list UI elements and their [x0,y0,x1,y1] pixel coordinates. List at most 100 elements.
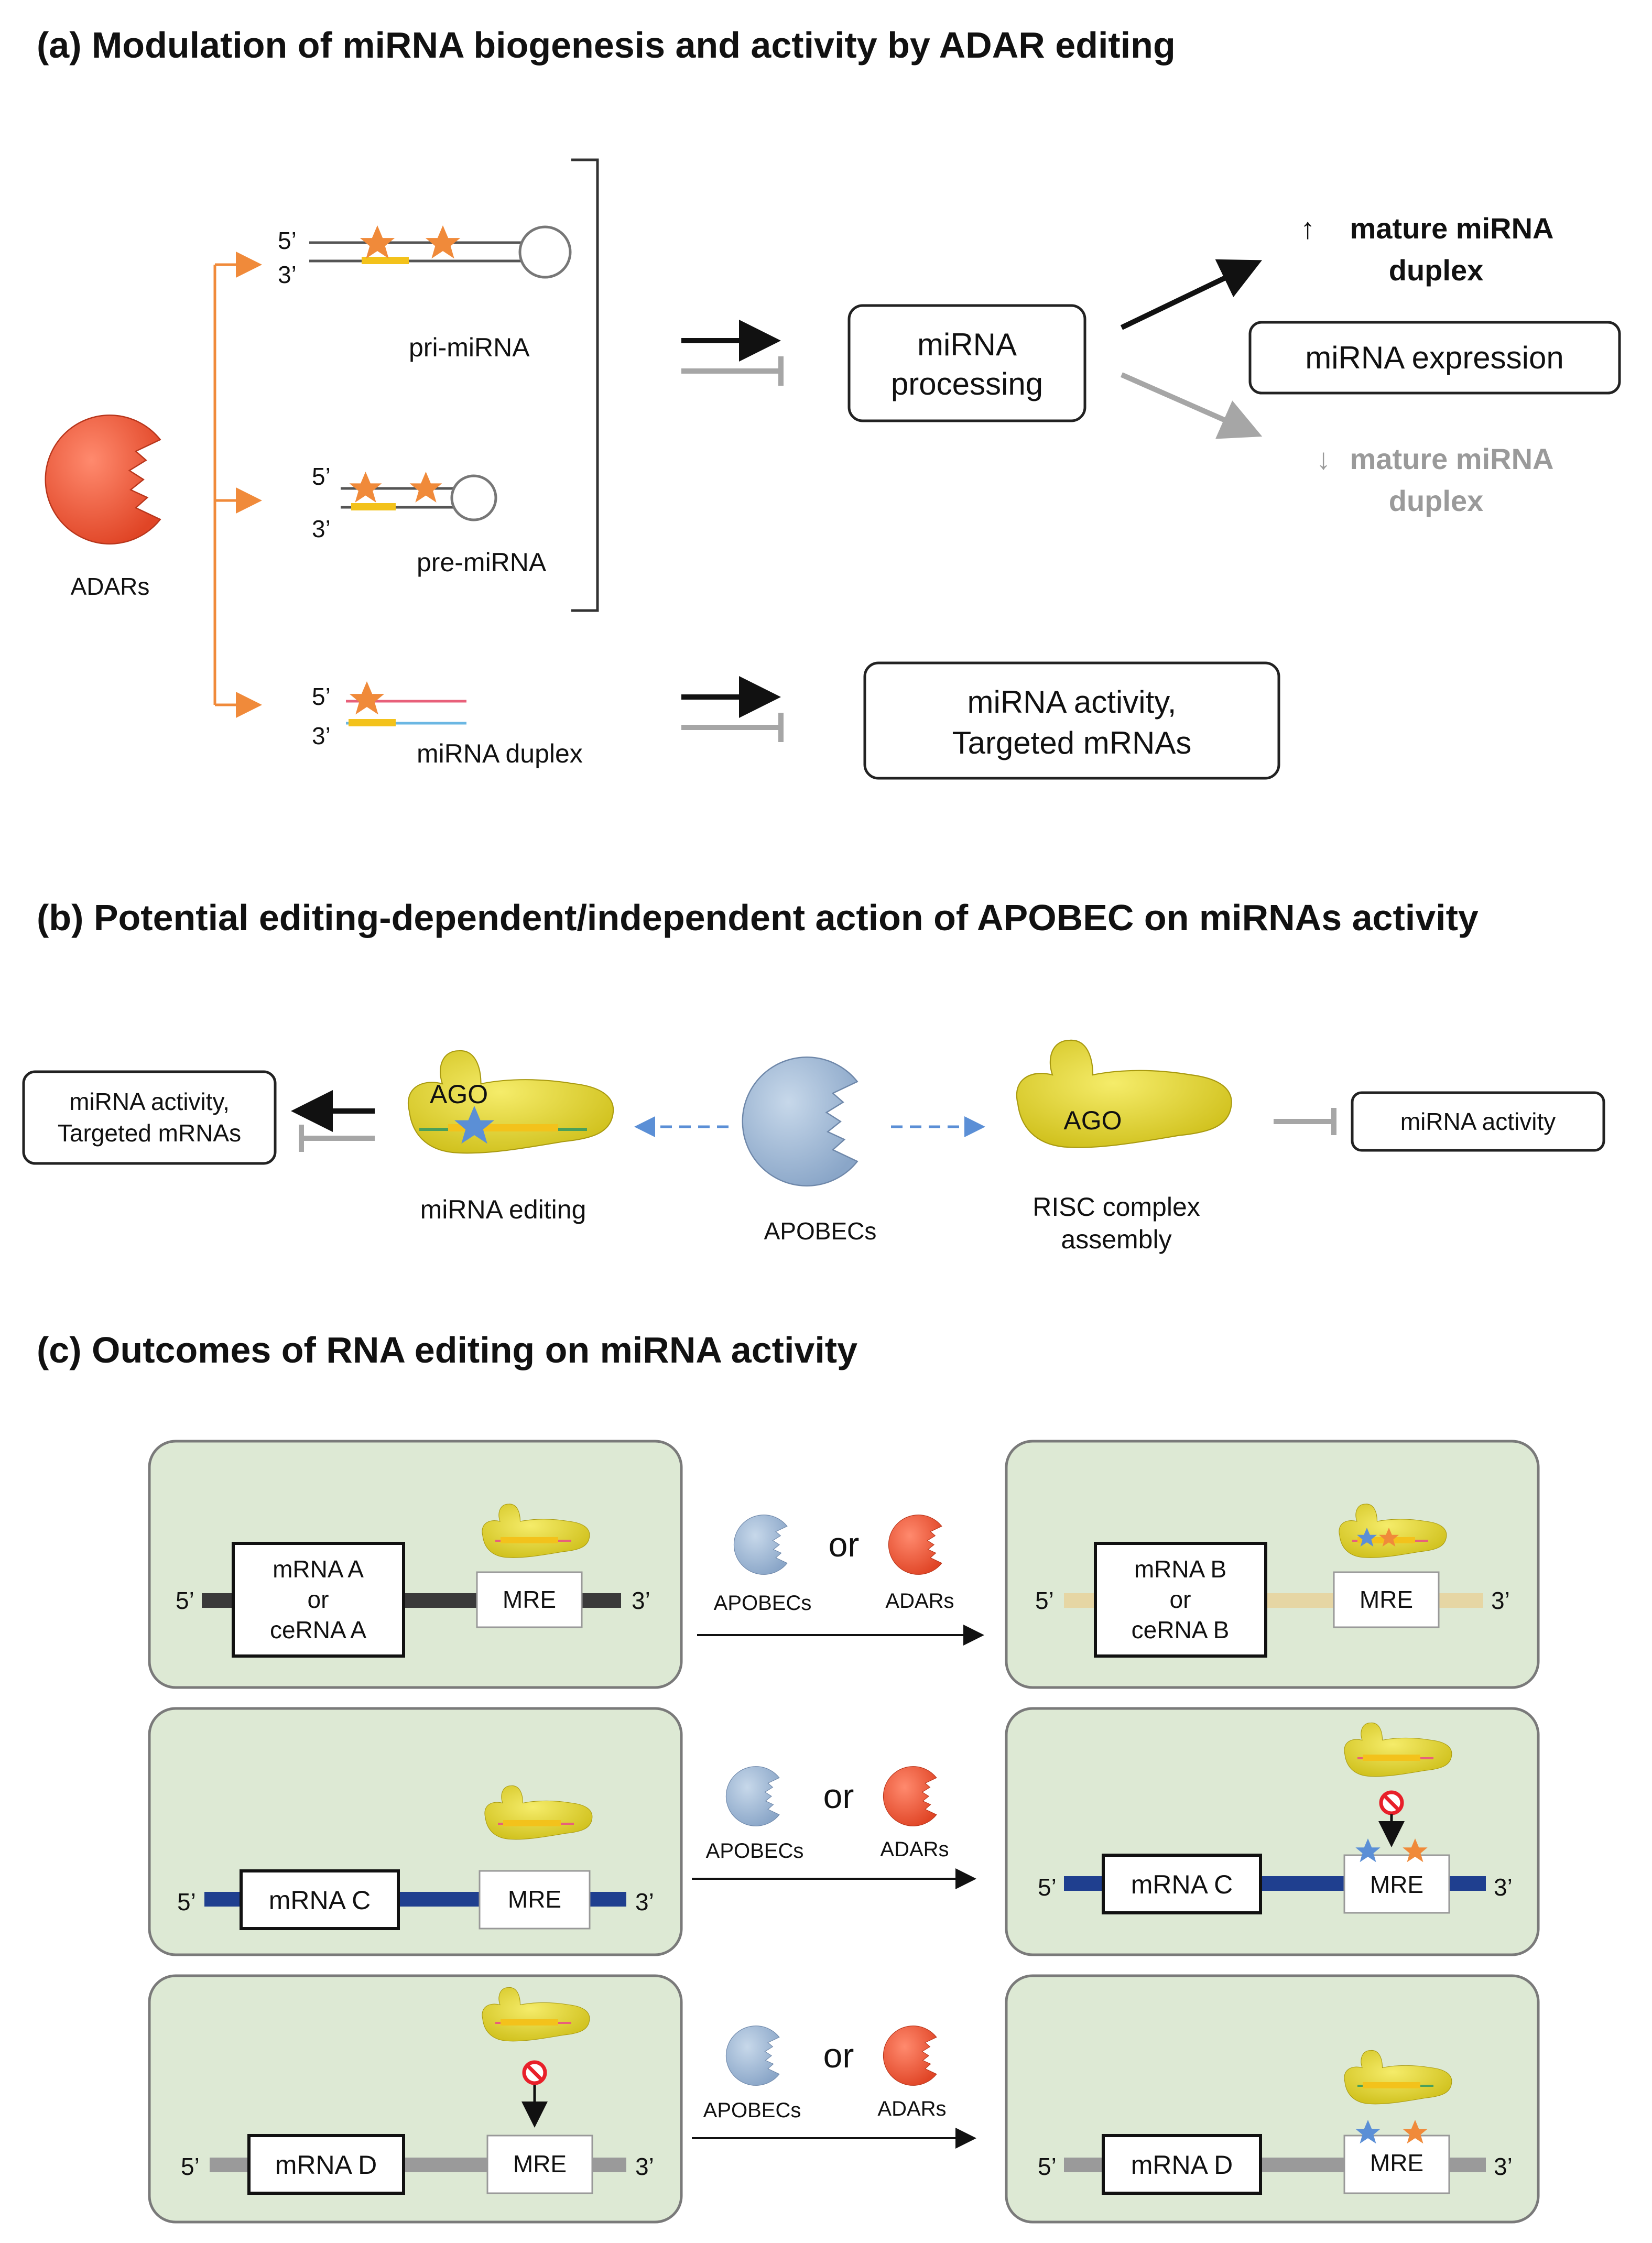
adar-branch-connector [213,252,262,718]
c-row2-left-mre: MRE [508,1886,561,1913]
c-row1-right-box-line3: ceRNA B [1132,1616,1230,1643]
c-row2-right-panel [1005,1707,1540,1956]
c-row3-right-box-label: mRNA D [1131,2150,1233,2180]
duplex-three-prime: 3’ [312,722,331,749]
mirna-activity-box-a [863,661,1280,780]
apobec-label-b: APOBECs [764,1217,877,1245]
c-row2-left-panel [148,1707,683,1956]
panel-a-title: (a) Modulation of miRNA biogenesis and a… [37,25,1176,66]
c-row1-right-box-line2: or [1170,1586,1191,1613]
mirna-processing-box [847,304,1086,422]
duplex-star-icon [349,681,385,715]
mirna-editing-label: miRNA editing [420,1195,586,1224]
c-row3-right-ago-icon [1344,2050,1452,2105]
c-row1-left-ago-icon [482,1504,590,1558]
panel-c-title: (c) Outcomes of RNA editing on miRNA act… [37,1330,857,1370]
c-row2-right-box-label: mRNA C [1131,1870,1233,1899]
c-row2-right-five: 5’ [1038,1874,1057,1901]
c-row1-or: or [829,1525,860,1564]
pri-mirna-label: pri-miRNA [409,333,530,362]
c-row1-adar-icon [888,1515,942,1575]
c-row2-right-mrna-box [1102,1854,1262,1914]
activity-b-left-line1: miRNA activity, [69,1088,230,1115]
c-row2-left-box-label: mRNA C [269,1886,371,1915]
b-left-inhibition-bar [299,1125,375,1152]
c-row1-right-mre: MRE [1360,1586,1413,1613]
mirna-expression-label: miRNA expression [1305,340,1564,375]
c-row2-apobec-icon [725,1766,780,1826]
c-row1-right-box-line1: mRNA B [1134,1555,1226,1583]
c-row3-adar-icon [883,2026,937,2086]
down-mature-line2: duplex [1389,484,1483,517]
decrease-arrow [1120,372,1263,439]
c-row1-right-panel [1005,1440,1540,1689]
c-row3-right-mre-box [1343,2135,1450,2194]
c-row3-left-five: 5’ [181,2153,200,2180]
c-row2-right-mre-box [1343,1854,1450,1914]
c-row3-apobec-icon [725,2026,780,2086]
c-row3-left-mre-box [486,2135,593,2194]
c-row1-left-mrna-box [232,1542,405,1658]
c-row2-right-three: 3’ [1494,1874,1513,1901]
c-row1-left-five: 5’ [176,1587,194,1614]
c-row1-right-three: 3’ [1491,1587,1510,1614]
adar-enzyme-icon [45,415,161,545]
ago-right-label: AGO [1063,1106,1122,1135]
c-row2-adar-icon [883,1766,937,1826]
pri-star-1-icon [360,225,395,259]
c-row2-right-ago-icon [1344,1722,1452,1777]
c-row1-adar-label: ADARs [885,1589,954,1613]
c-row2-left-mre-box [479,1870,591,1930]
c-row1-left-panel [148,1440,683,1689]
c-row1-left-box-line1: mRNA A [273,1555,364,1583]
c-row3-left-box-label: mRNA D [275,2150,377,2180]
c-row2-left-ago-icon [484,1785,593,1840]
pri-three-prime: 3’ [278,261,297,288]
panel-b-title: (b) Potential editing-dependent/independ… [37,897,1479,938]
activity-b-left-line2: Targeted mRNAs [58,1119,241,1147]
c-row3-left-mrna-box [247,2134,405,2195]
activity-a-line1: miRNA activity, [968,684,1177,720]
pre-star-1-icon [349,472,382,503]
down-arrow-glyph: ↓ [1316,442,1331,475]
c-row1-left-mre: MRE [503,1586,556,1613]
c-row1-right-five: 5’ [1035,1587,1054,1614]
c-row2-right-block-icon [1379,1790,1404,1815]
c-row3-left-panel [148,1974,683,2224]
up-arrow-glyph: ↑ [1300,212,1315,245]
increase-arrow [1120,259,1263,330]
duplex-five-prime: 5’ [312,683,331,710]
c-row3-left-mre: MRE [513,2150,567,2177]
apobec-enzyme-icon [742,1057,858,1186]
pri-five-prime: 5’ [278,227,297,254]
b-right-inhibition-bar [1274,1108,1336,1135]
activity-b-right-label: miRNA activity [1400,1108,1556,1135]
ago-left-label: AGO [430,1080,488,1109]
pre-mirna-label: pre-miRNA [417,548,547,577]
c-row2-adar-label: ADARs [880,1838,949,1861]
c-row2-left-mrna-box [240,1869,400,1930]
risc-line1: RISC complex [1032,1192,1200,1222]
c-row3-right-mrna-box [1102,2134,1262,2195]
c-row3-left-three: 3’ [635,2153,654,2180]
down-mature-line1: mature miRNA [1350,442,1554,475]
pre-star-2-icon [409,472,442,503]
mirna-duplex-label: miRNA duplex [417,739,583,768]
mirna-activity-box-b-right [1351,1091,1605,1152]
pre-five-prime: 5’ [312,463,331,490]
c-row3-right-panel [1005,1974,1540,2224]
c-row2-left-three: 3’ [635,1888,654,1915]
processing-inhibition-bar [681,356,784,386]
c-row2-right-mre: MRE [1370,1871,1423,1898]
c-row1-apobec-icon [733,1515,788,1575]
processing-line2: processing [891,366,1043,401]
c-row1-left-box-line2: or [308,1586,329,1613]
up-mature-line1: mature miRNA [1350,212,1554,245]
processing-line1: miRNA [917,327,1017,362]
c-row1-right-mre-box [1333,1571,1440,1628]
mirna-expression-box [1248,321,1621,395]
c-row3-right-three: 3’ [1494,2153,1513,2180]
c-row3-or: or [823,2036,854,2075]
c-row1-left-three: 3’ [632,1587,650,1614]
